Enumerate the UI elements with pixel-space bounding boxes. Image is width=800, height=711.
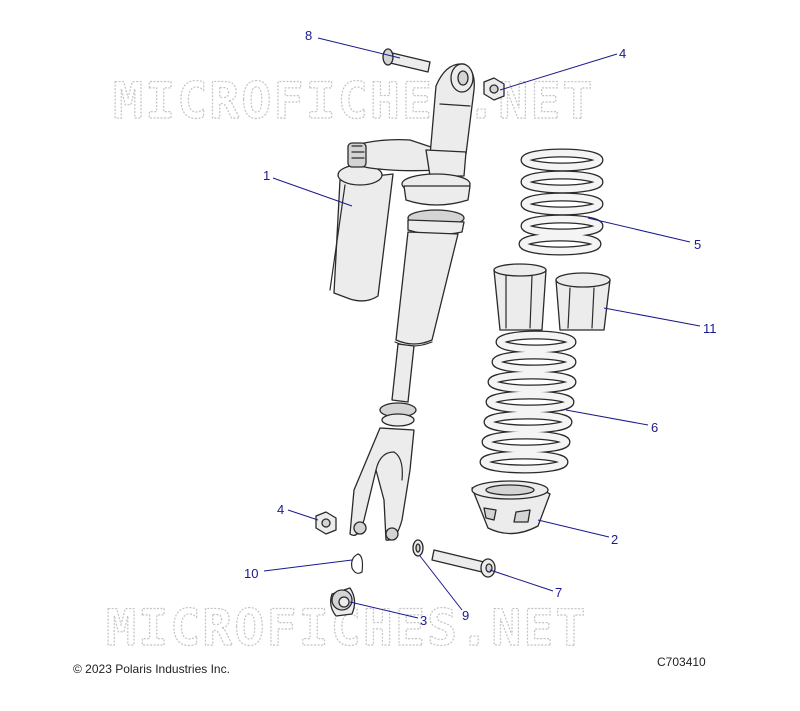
callout-6: 6: [651, 420, 658, 435]
callout-9: 9: [462, 608, 469, 623]
callout-4-lower: 4: [277, 502, 284, 517]
nut-upper: [483, 77, 505, 101]
callouts: 8 4 1 5 11 6 4 2 10 7 9 3: [244, 28, 717, 628]
watermark-top: MICROFICHES.NET: [113, 72, 595, 130]
spacer-right: [555, 272, 611, 331]
spacer-left: [493, 263, 547, 331]
lower-bolt: [431, 549, 496, 578]
circlip: [351, 553, 364, 574]
lower-spring: [479, 330, 577, 474]
upper-spring: [518, 148, 604, 256]
washer: [412, 539, 424, 557]
diagram-code: C703410: [657, 655, 706, 669]
upper-bolt: [382, 48, 431, 73]
shock-assembly: [329, 63, 475, 541]
callout-3: 3: [420, 613, 427, 628]
callout-5: 5: [694, 237, 701, 252]
callout-10: 10: [244, 566, 258, 581]
callout-1: 1: [263, 168, 270, 183]
leader-lines: [263, 37, 701, 619]
callout-7: 7: [555, 585, 562, 600]
copyright-notice: © 2023 Polaris Industries Inc.: [73, 662, 230, 676]
callout-8: 8: [305, 28, 312, 43]
bushing: [330, 587, 356, 617]
callout-11: 11: [703, 321, 717, 336]
nut-lower: [315, 511, 337, 535]
callout-4-upper: 4: [619, 46, 626, 61]
spring-seat: [471, 480, 551, 535]
callout-2: 2: [611, 532, 618, 547]
